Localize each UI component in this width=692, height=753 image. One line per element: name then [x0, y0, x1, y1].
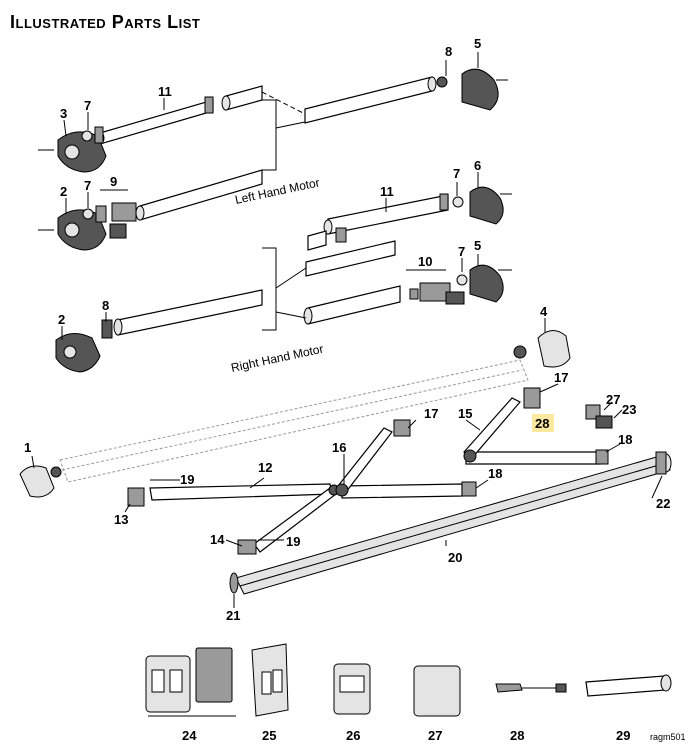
callout-11: 11	[158, 84, 172, 99]
callout-28: 28	[510, 728, 524, 743]
figure-reference: ragm501	[650, 732, 686, 742]
callout-2: 2	[60, 184, 67, 199]
callout-3: 3	[60, 106, 67, 121]
highlight-box	[532, 414, 554, 432]
callout-7: 7	[458, 244, 465, 259]
callout-22: 22	[656, 496, 670, 511]
awning-assembly	[19, 330, 672, 595]
callout-7: 7	[84, 178, 91, 193]
callout-14: 14	[210, 532, 225, 547]
callout-10: 10	[418, 254, 432, 269]
callout-17: 17	[554, 370, 568, 385]
callout-17: 17	[424, 406, 438, 421]
callout-5: 5	[474, 238, 481, 253]
callout-13: 13	[114, 512, 128, 527]
callout-18: 18	[488, 466, 502, 481]
accessories	[145, 643, 672, 717]
right-hand-motor-label: Right Hand Motor	[230, 342, 325, 375]
callout-26: 26	[346, 728, 360, 743]
callout-16: 16	[332, 440, 346, 455]
callout-6: 6	[474, 158, 481, 173]
callout-19: 19	[180, 472, 194, 487]
callout-28-highlighted: 28	[535, 416, 549, 431]
callout-2: 2	[58, 312, 65, 327]
callout-7: 7	[453, 166, 460, 181]
leader-lines	[31, 52, 663, 608]
right-hand-motor-assembly	[55, 240, 512, 373]
callout-11: 11	[380, 184, 394, 199]
callout-9: 9	[110, 174, 117, 189]
callout-4: 4	[540, 304, 548, 319]
callout-1: 1	[24, 440, 31, 455]
callout-7: 7	[84, 98, 91, 113]
callout-25: 25	[262, 728, 276, 743]
callout-8: 8	[445, 44, 452, 59]
callout-21: 21	[226, 608, 240, 623]
callout-18: 18	[618, 432, 632, 447]
callout-20: 20	[448, 550, 462, 565]
callout-24: 24	[182, 728, 197, 743]
callout-23: 23	[622, 402, 636, 417]
callout-27: 27	[428, 728, 442, 743]
callout-19: 19	[286, 534, 300, 549]
callout-29: 29	[616, 728, 630, 743]
page-title: Illustrated Parts List	[10, 12, 201, 32]
callout-12: 12	[258, 460, 272, 475]
callout-5: 5	[474, 36, 481, 51]
callout-15: 15	[458, 406, 472, 421]
callout-27: 27	[606, 392, 620, 407]
left-hand-motor-assembly	[38, 68, 512, 251]
callout-8: 8	[102, 298, 109, 313]
